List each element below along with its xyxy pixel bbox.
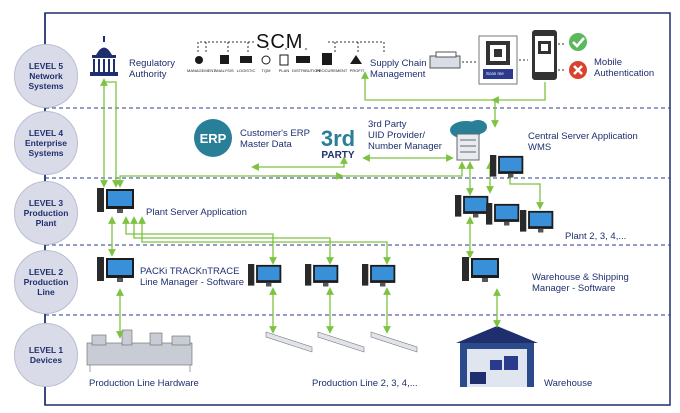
scm-item-management: MANAGEMENT bbox=[187, 68, 216, 73]
tqm-icon bbox=[261, 55, 271, 65]
level-2-label: LEVEL 2 bbox=[28, 267, 64, 277]
regulatory-plant-link-2 bbox=[104, 81, 120, 188]
scm-item-plan: PLAN bbox=[278, 68, 290, 73]
line-3-computer bbox=[305, 264, 339, 287]
level-5-label: LEVEL 5 bbox=[28, 61, 64, 71]
line-2-computer bbox=[248, 264, 282, 287]
connection-arrows bbox=[100, 71, 546, 339]
mobile-central-link bbox=[491, 82, 546, 104]
management-icon bbox=[195, 56, 203, 64]
distribution-icon bbox=[296, 56, 310, 63]
scan-me-label: Scan me bbox=[486, 71, 504, 76]
level-3-name-1: Production bbox=[23, 208, 69, 218]
scm-title: SCM bbox=[256, 31, 304, 53]
scm-item-tqm: TQM bbox=[261, 68, 271, 73]
check-icon bbox=[569, 33, 587, 51]
plant-3-computer bbox=[486, 203, 520, 226]
plant-central-link bbox=[116, 161, 466, 188]
scm-item-analysis: ANALYSIS bbox=[214, 68, 234, 73]
cloud-server-icon bbox=[450, 120, 487, 161]
level-3-name-2: Plant bbox=[35, 218, 57, 228]
warehouse-manager-computer bbox=[462, 257, 499, 282]
level-4-name-1: Enterprise bbox=[24, 138, 68, 148]
erp-logo-text: ERP bbox=[200, 131, 227, 146]
level-4-label: LEVEL 4 bbox=[28, 128, 64, 138]
capitol-icon bbox=[90, 36, 118, 76]
scm-item-distribution: DISTRIBUTION bbox=[292, 68, 321, 73]
warehouse-label: Warehouse bbox=[544, 378, 593, 389]
production-lines-icon bbox=[265, 331, 418, 353]
plant-line3-link bbox=[130, 216, 334, 265]
analysis-icon bbox=[220, 55, 229, 64]
plants-label: Plant 2, 3, 4,... bbox=[565, 231, 627, 242]
hardware-label: Production Line Hardware bbox=[89, 378, 199, 389]
profit-icon bbox=[350, 55, 362, 64]
scm-item-procurement: PROCUREMENT bbox=[316, 68, 348, 73]
erp-thirdparty-link bbox=[251, 156, 348, 171]
plant-server-label: Plant Server Application bbox=[146, 207, 247, 218]
level-2-name-2: Line bbox=[37, 287, 55, 297]
warehouse-icon bbox=[456, 326, 538, 387]
scm-item-profit: PROFIT bbox=[349, 68, 365, 73]
central-server-monitor bbox=[490, 155, 524, 178]
computers bbox=[97, 155, 554, 287]
scm-icons bbox=[195, 53, 362, 66]
level-2-name-1: Production bbox=[23, 277, 69, 287]
third-party-logo-number: 3rd bbox=[321, 126, 355, 151]
plant-line4-link bbox=[138, 216, 391, 265]
production-lines-label: Production Line 2, 3, 4,... bbox=[312, 378, 418, 389]
level-1-label: LEVEL 1 bbox=[28, 345, 64, 355]
plant-2-computer bbox=[455, 195, 489, 218]
line-manager-computer bbox=[97, 257, 134, 282]
level-3-label: LEVEL 3 bbox=[28, 198, 64, 208]
smartphone-icon bbox=[532, 30, 557, 80]
plant-line2-link bbox=[122, 216, 277, 265]
level-1-name: Devices bbox=[29, 355, 63, 365]
production-hardware-icon bbox=[86, 329, 193, 372]
scm-item-logistic: LOGISTIC bbox=[236, 68, 256, 73]
plan-icon bbox=[279, 54, 289, 66]
line-4-computer bbox=[362, 264, 396, 287]
level-5-name-2: Systems bbox=[28, 81, 64, 91]
level-4-name-2: Systems bbox=[28, 148, 64, 158]
plant-server-computer bbox=[97, 188, 134, 213]
erp-logo bbox=[194, 119, 232, 157]
scm-bracket bbox=[197, 41, 385, 52]
plant-4-computer bbox=[520, 210, 554, 233]
label-printer-icon bbox=[429, 51, 461, 69]
third-party-logo-word: PARTY bbox=[321, 150, 354, 161]
logistic-icon bbox=[240, 56, 252, 63]
level-5-name-1: Network bbox=[29, 71, 63, 81]
procurement-icon bbox=[322, 53, 332, 65]
scm-central-link bbox=[361, 71, 499, 128]
